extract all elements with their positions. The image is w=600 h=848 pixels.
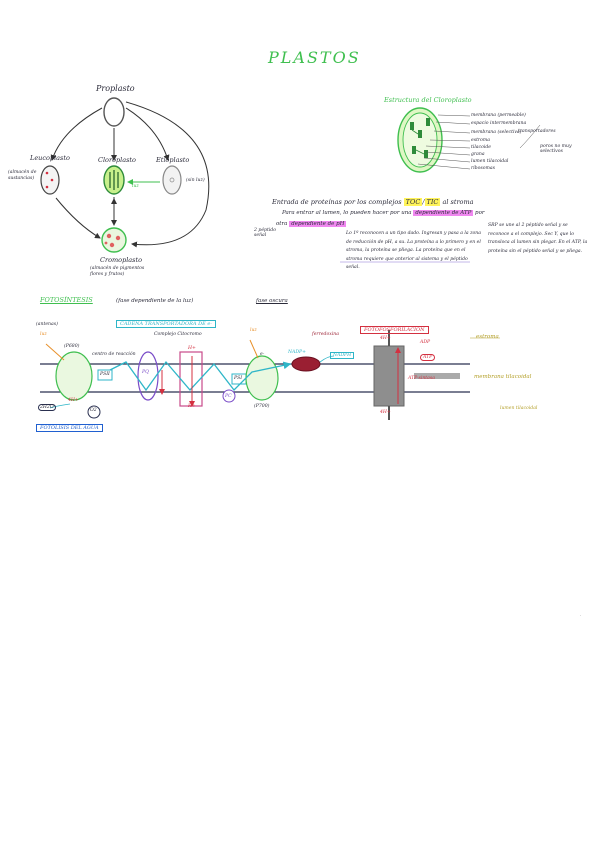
adp-label: ADP <box>420 340 431 345</box>
cytochrome-label: Complejo Citocromo <box>154 332 202 337</box>
atp-dep-highlight: dependiente de ATP <box>413 210 474 216</box>
pq-label: PQ <box>142 370 149 375</box>
pc-shape <box>222 389 236 403</box>
plastid-diagram <box>40 97 541 263</box>
fd-label: ferredoxina <box>312 332 339 337</box>
psii-antenna <box>55 351 93 401</box>
chromoplast-note: (almacén de pigmentos flores y frutos) <box>90 266 145 277</box>
photosynthesis-heading: FOTOSÍNTESIS <box>40 296 93 304</box>
psi-antenna <box>245 355 279 401</box>
chromoplast-label: Cromoplasto <box>100 256 143 264</box>
pc-label: PC <box>225 394 232 399</box>
entry-left-col: Lo 1º reconocen a un tipo dado. Ingresan… <box>346 231 481 270</box>
ferredoxin-shape <box>291 356 321 372</box>
structure-label-5: grana <box>471 152 485 157</box>
water-h-label: 4H+ <box>68 398 79 403</box>
four-h-bottom: 4H+ <box>380 410 391 415</box>
transporters-label: transportadores <box>518 129 556 134</box>
nadp-label: NADP+ <box>288 350 306 355</box>
structure-label-7: ribosomas <box>471 166 495 171</box>
light-phase-diagram <box>40 330 500 420</box>
light-label-2: luz <box>250 328 257 333</box>
four-h-top: 4H+ <box>380 336 391 341</box>
structure-heading: Estructura del Cloroplasto <box>384 96 472 104</box>
toc-highlight: TOC <box>403 198 423 206</box>
structure-label-6: lumen tilacoidal <box>471 159 509 164</box>
p680-label: (P680) <box>64 344 80 349</box>
e-label: e- <box>260 352 265 357</box>
proplastid-label: Proplasto <box>96 84 135 93</box>
structure-label-1: espacio intermembrana <box>471 121 527 126</box>
ph-dep-highlight: dependiente de pH <box>289 221 347 227</box>
entry-right-col: SRP se une al 2 péptido señal y se recon… <box>488 223 588 254</box>
atp-label: ATP <box>420 354 436 361</box>
structure-label-4: tilacoide <box>471 145 491 150</box>
h-plus-top: H+ <box>188 346 196 351</box>
ps1-label: PSI <box>234 376 243 381</box>
page-mark: · <box>580 614 582 619</box>
water-photolysis-label: FOTÓLISIS DEL AGUA <box>36 424 103 432</box>
atp-synthase-label: ATP-sintasa <box>408 376 435 381</box>
nadph-label: NADPH <box>330 352 355 359</box>
cytochrome-shape <box>179 351 203 407</box>
chloroplast-label: Cloroplasto <box>98 156 136 164</box>
structure-label-3: estroma <box>471 138 490 143</box>
photosynthesis-subtitle: (fase dependiente de la luz) <box>116 298 194 304</box>
light-label: luz <box>132 184 139 189</box>
psii-box <box>97 369 113 381</box>
leucoplast-shape <box>40 165 60 195</box>
etioplast-note: (sin luz) <box>186 178 205 183</box>
h2o-label: 2H2O <box>38 404 56 411</box>
chain-label: CADENA TRANSPORTADORA DE e- <box>116 320 216 328</box>
etioplast-label: Etioplasto <box>156 156 190 164</box>
atp-synthase-shape <box>373 345 405 407</box>
antenna-label: (antenas) <box>36 322 58 327</box>
reaction-center-label: centro de reacción <box>92 352 136 357</box>
pq-shape <box>137 351 159 401</box>
etioplast-shape <box>162 165 182 195</box>
chromoplast-shape <box>101 227 127 253</box>
structure-label-0: membrana (permeable) <box>471 113 526 118</box>
photophos-label: FOTOFOSFORILACIÓN <box>360 326 429 334</box>
h-plus-bottom: H+ <box>188 404 196 409</box>
o2-label: O2 <box>90 408 97 413</box>
dark-phase-label: fase oscura <box>256 298 288 304</box>
lumen-label: lumen tilacoidal <box>500 406 538 411</box>
peptide-label: 2 péptido señal <box>254 228 277 238</box>
leucoplast-label: Leucoplasto <box>30 154 70 162</box>
entry-line3: otra dependiente de pH <box>276 221 347 227</box>
structure-label-2: membrana (selectiva) <box>471 130 522 135</box>
page-title: PLASTOS <box>268 48 361 67</box>
entry-line1: Entrada de proteínas por los complejos T… <box>272 198 474 206</box>
light-label-1: luz <box>40 332 47 337</box>
entry-line2: Para entrar al lumen, lo pueden hacer po… <box>282 210 485 216</box>
p700-label: (P700) <box>254 404 270 409</box>
leucoplast-note: (almacén de sustancias) <box>8 170 37 181</box>
stroma-label: estroma <box>476 334 499 340</box>
pores-label: poros no muy selectivos <box>540 144 572 154</box>
tic-highlight: TIC <box>424 198 441 206</box>
proplastid-shape <box>103 97 125 127</box>
ps2-label: PSII <box>100 372 110 377</box>
membrane-label: membrana tilacoidal <box>474 374 532 380</box>
